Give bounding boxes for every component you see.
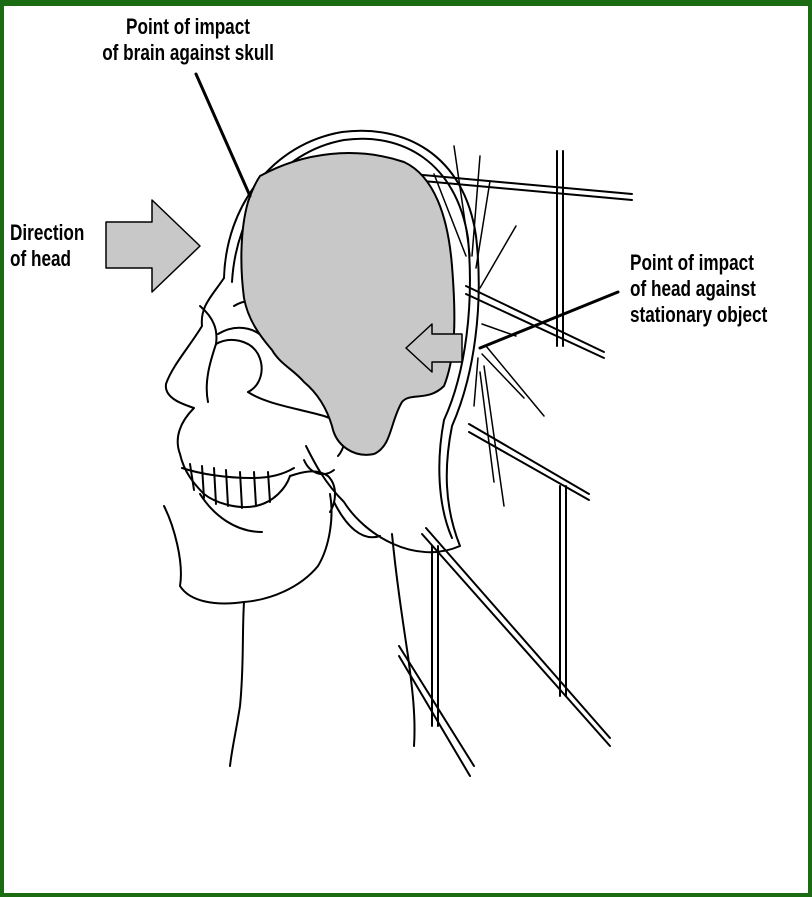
label-direction-line2: of head — [10, 246, 84, 272]
label-direction-line1: Direction — [10, 220, 84, 246]
brain-shape — [241, 153, 454, 455]
label-brain-impact-line2: of brain against skull — [102, 40, 274, 66]
label-object-impact-line1: Point of impact — [630, 250, 767, 276]
leader-line-brain — [196, 74, 250, 196]
head-impact-diagram — [4, 6, 808, 893]
label-object-impact-line2: of head against — [630, 276, 767, 302]
label-direction: Direction of head — [10, 220, 84, 272]
direction-arrow — [106, 200, 200, 292]
leader-line-object — [480, 292, 618, 348]
label-object-impact: Point of impact of head against stationa… — [630, 250, 767, 328]
label-brain-impact: Point of impact of brain against skull — [102, 14, 274, 66]
label-brain-impact-line1: Point of impact — [102, 14, 274, 40]
label-object-impact-line3: stationary object — [630, 302, 767, 328]
